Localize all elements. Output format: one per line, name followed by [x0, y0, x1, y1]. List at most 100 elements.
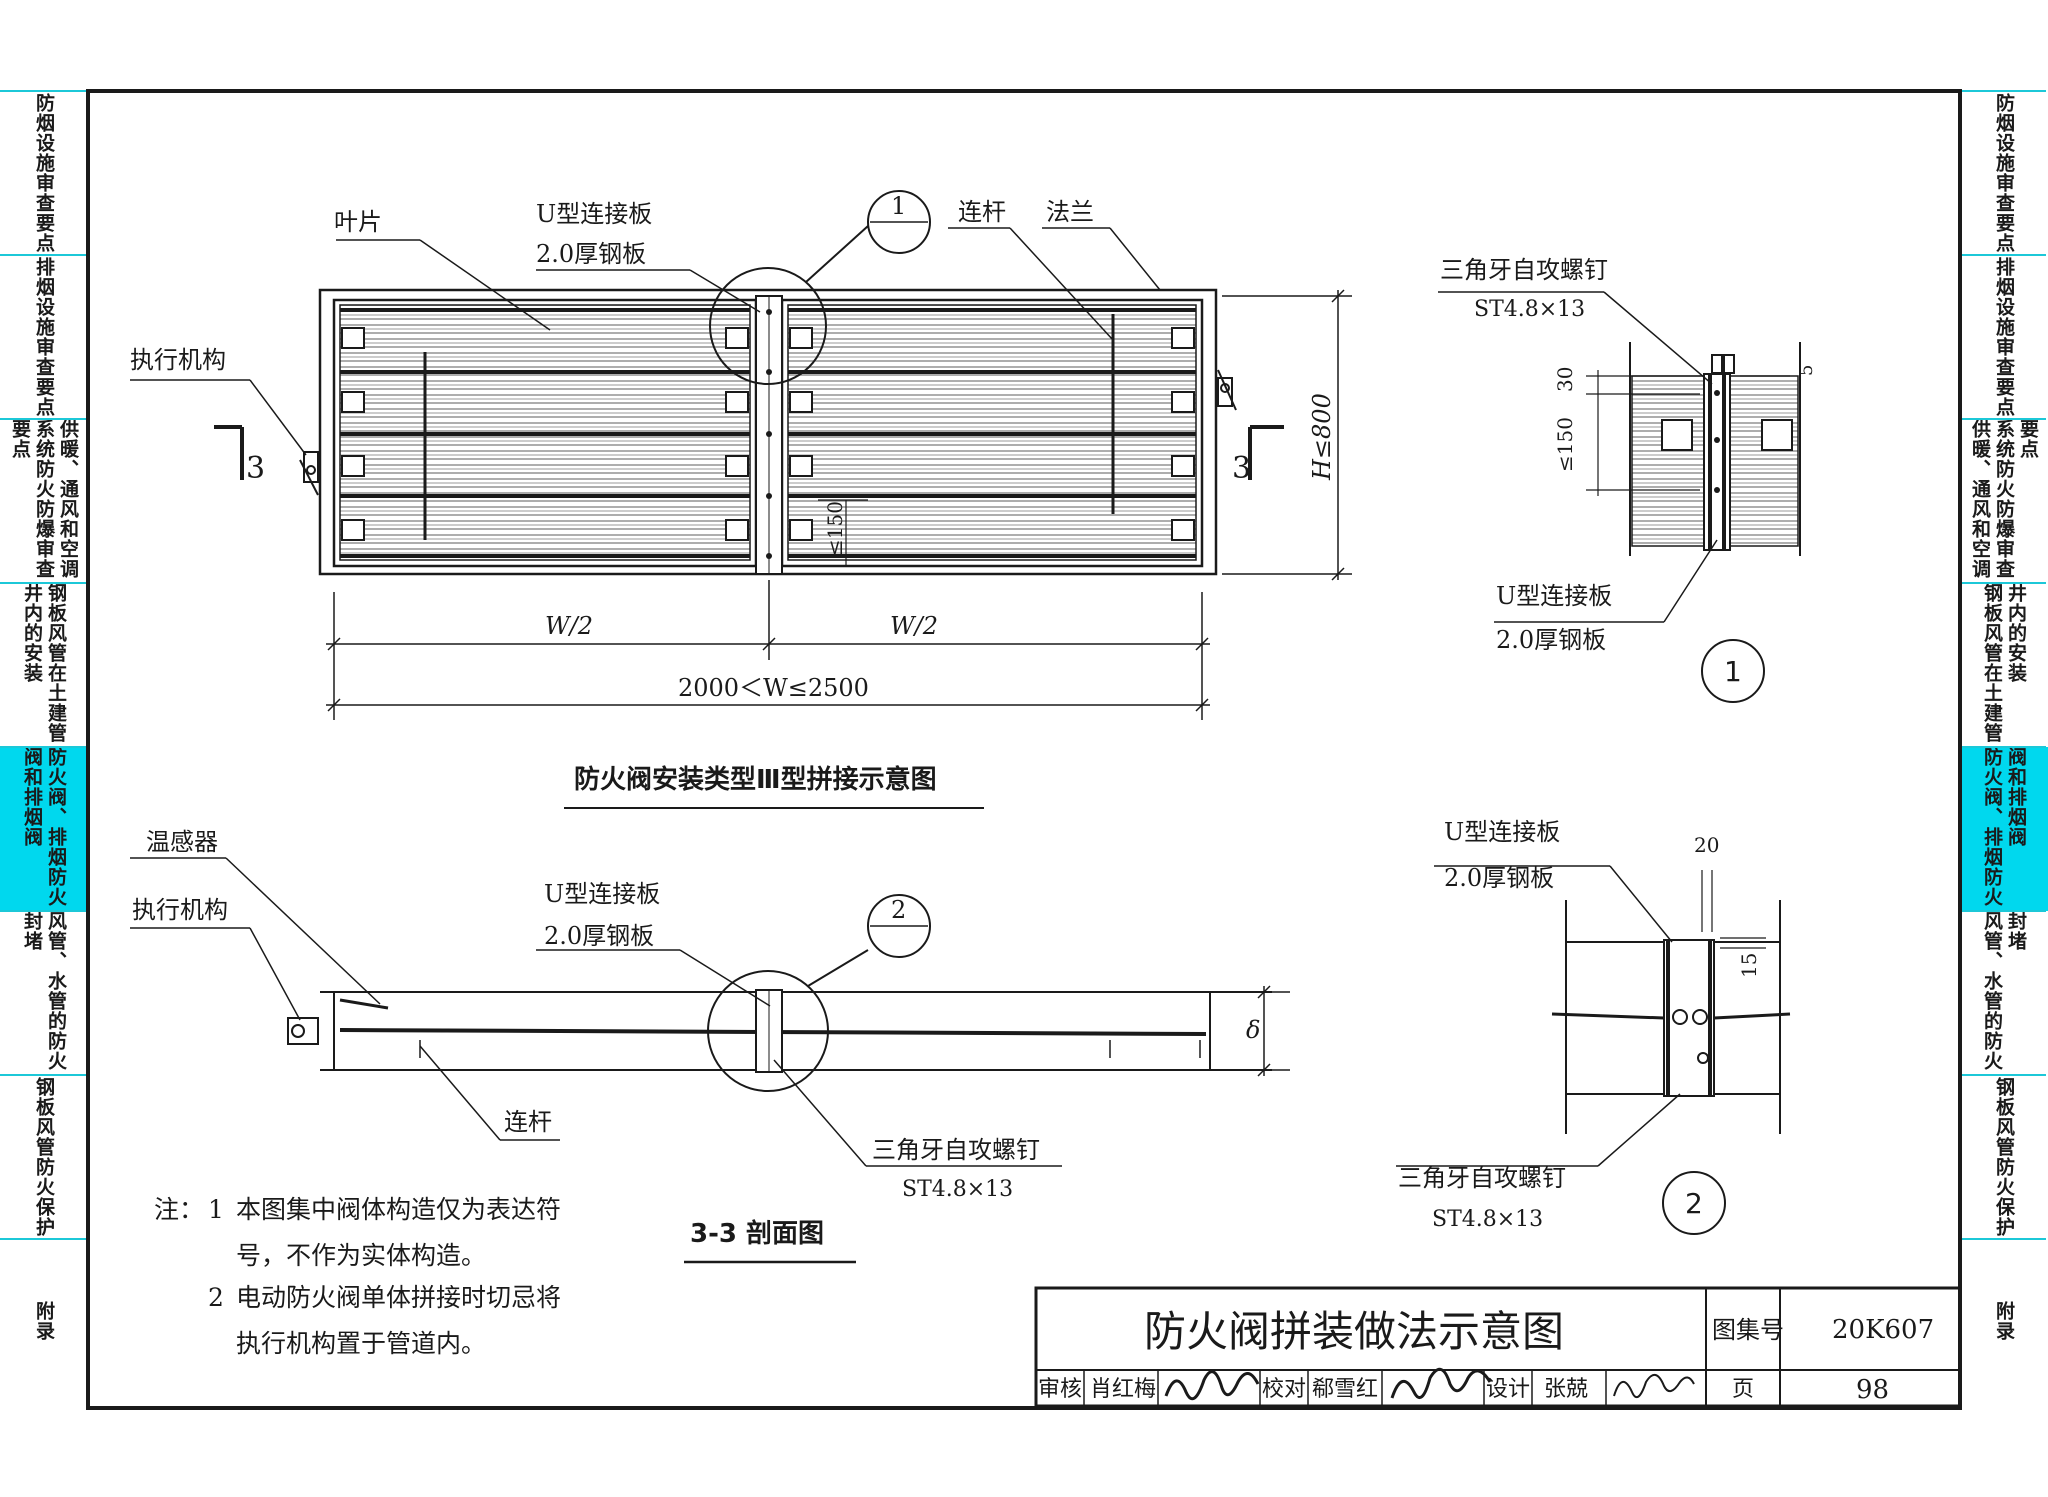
- side-tab-divider: [0, 418, 86, 420]
- s-actuator: 执行机构: [132, 896, 228, 924]
- title-block: [1034, 1286, 1962, 1408]
- page-label: 页: [1732, 1377, 1754, 1402]
- s-u-plate: U型连接板: [544, 880, 660, 908]
- side-tab-divider: [1960, 254, 2046, 256]
- atlas-no: 20K607: [1832, 1315, 1934, 1345]
- notes: 注： 1 本图集中阀体构造仅为表达符 号，不作为实体构造。 2 电动防火阀单体拼…: [154, 1195, 561, 1358]
- d1-screw-label: 三角牙自攻螺钉: [1440, 256, 1608, 284]
- callout-badge-1: [867, 190, 931, 254]
- side-tab-divider: [1960, 1074, 2046, 1076]
- side-tab-right-6[interactable]: 钢板风管防火保护: [1960, 1075, 2048, 1239]
- side-tab-right-7[interactable]: 附录: [1960, 1239, 2048, 1403]
- side-tab-divider: [0, 746, 86, 748]
- label-actuator: 执行机构: [130, 346, 226, 374]
- side-tab-left-3[interactable]: 钢板风管在土建管井内的安装: [0, 583, 88, 747]
- side-tab-right-5[interactable]: 风管、水管的防火封堵: [1960, 911, 2048, 1075]
- design-name: 张兢: [1544, 1377, 1588, 1402]
- side-tab-right-2[interactable]: 供暖、通风和空调系统防火防爆审查要点: [1960, 419, 2048, 583]
- section-view-labels: 温感器 执行机构 U型连接板 2.0厚钢板 2 δ 连杆 三角牙自攻螺钉 ST4…: [132, 828, 1260, 1249]
- page-no: 98: [1856, 1375, 1889, 1405]
- d2-screw-label: 三角牙自攻螺钉: [1398, 1164, 1566, 1192]
- side-tab-left-1[interactable]: 排烟设施审查要点: [0, 255, 88, 419]
- side-tab-label: 钢板风管在土建管井内的安装: [21, 583, 67, 743]
- side-tab-divider: [0, 1074, 86, 1076]
- side-tab-label: 附录: [33, 1301, 55, 1341]
- note-1-num: 1: [208, 1195, 224, 1224]
- detail-1-badge: [1701, 639, 1765, 703]
- side-tab-label: 风管、水管的防火封堵: [1981, 911, 2027, 1071]
- label-link-rod: 连杆: [958, 198, 1006, 226]
- side-tab-left-7[interactable]: 附录: [0, 1239, 88, 1403]
- side-tab-divider: [0, 1238, 86, 1240]
- drawing-frame: [86, 89, 1962, 1410]
- side-tab-right-1[interactable]: 排烟设施审查要点: [1960, 255, 2048, 419]
- detail-2: [1396, 865, 1791, 1235]
- atlas-label: 图集号: [1712, 1316, 1784, 1344]
- side-tab-left-6[interactable]: 钢板风管防火保护: [0, 1075, 88, 1239]
- label-u-plate-thk: 2.0厚钢板: [536, 240, 646, 268]
- d1-number: 1: [1724, 655, 1742, 688]
- d1-u-plate: U型连接板: [1496, 582, 1612, 610]
- plan-caption: 防火阀安装类型Ⅲ型拼接示意图: [574, 764, 937, 795]
- signature-design: [1613, 1374, 1695, 1399]
- dim-half-w-right: W/2: [890, 612, 938, 640]
- review-label: 审核: [1038, 1377, 1082, 1402]
- check-label: 校对: [1262, 1377, 1306, 1402]
- side-tab-label: 钢板风管防火保护: [1993, 1077, 2015, 1237]
- side-tab-right-3[interactable]: 钢板风管在土建管井内的安装: [1960, 583, 2048, 747]
- section-mark-right: 3: [1232, 451, 1251, 486]
- side-tab-divider: [1960, 90, 2046, 92]
- s-link-rod: 连杆: [504, 1108, 552, 1136]
- note-1-line1: 本图集中阀体构造仅为表达符: [236, 1195, 561, 1224]
- side-tab-divider: [1960, 582, 2046, 584]
- side-tab-divider: [1960, 746, 2046, 748]
- side-tab-label: 排烟设施审查要点: [1993, 257, 2015, 417]
- side-tab-label: 供暖、通风和空调系统防火防爆审查要点: [1969, 419, 2039, 579]
- dim-total-w: 2000＜W≤2500: [678, 674, 869, 702]
- d2-u-plate: U型连接板: [1444, 818, 1560, 846]
- side-tab-label: 风管、水管的防火封堵: [21, 911, 67, 1071]
- s-u-plate-thk: 2.0厚钢板: [544, 922, 654, 950]
- detail-2-badge: [1662, 1171, 1726, 1235]
- label-leaf: 叶片: [334, 208, 382, 236]
- d2-number: 2: [1685, 1187, 1703, 1220]
- d2-screw-spec: ST4.8×13: [1432, 1207, 1543, 1232]
- s-screw-spec: ST4.8×13: [902, 1177, 1013, 1202]
- signature-review: [1164, 1370, 1260, 1401]
- label-u-plate: U型连接板: [536, 200, 652, 228]
- side-tab-label: 防烟设施审查要点: [33, 93, 55, 253]
- callout-1-number: 1: [891, 192, 906, 220]
- side-tab-left-0[interactable]: 防烟设施审查要点: [0, 91, 88, 255]
- detail-2-labels: U型连接板 2.0厚钢板 20 15 三角牙自攻螺钉 ST4.8×13 2: [1398, 818, 1761, 1232]
- side-tab-divider: [0, 910, 86, 912]
- side-tab-right-4[interactable]: 防火阀、排烟防火阀和排烟阀: [1960, 747, 2048, 911]
- side-tab-label: 防火阀、排烟防火阀和排烟阀: [1981, 747, 2027, 907]
- callout-badge-2: [867, 894, 931, 958]
- d1-dim-150: ≤150: [1553, 417, 1577, 472]
- label-flange: 法兰: [1046, 198, 1094, 226]
- dim-height: H≤800: [1308, 393, 1336, 481]
- side-tab-label: 防烟设施审查要点: [1993, 93, 2015, 253]
- s-caption: 3-3 剖面图: [690, 1218, 824, 1249]
- side-tab-left-4[interactable]: 防火阀、排烟防火阀和排烟阀: [0, 747, 88, 911]
- side-tab-divider: [0, 582, 86, 584]
- d2-dim-20: 20: [1694, 833, 1719, 857]
- note-2-line2: 执行机构置于管道内。: [236, 1329, 486, 1358]
- side-tab-label: 附录: [1993, 1301, 2015, 1341]
- plan-view: [130, 190, 1352, 809]
- d1-dim-5: 5: [1796, 365, 1817, 376]
- side-tab-divider: [1960, 910, 2046, 912]
- d1-dim-30: 30: [1553, 367, 1577, 392]
- dim-half-w-left: W/2: [545, 612, 593, 640]
- drawing-title: 防火阀拼装做法示意图: [1144, 1307, 1564, 1356]
- side-tab-left-5[interactable]: 风管、水管的防火封堵: [0, 911, 88, 1075]
- side-tab-left-2[interactable]: 供暖、通风和空调系统防火防爆审查要点: [0, 419, 88, 583]
- side-tab-label: 钢板风管防火保护: [33, 1077, 55, 1237]
- detail-1: [1438, 291, 1801, 703]
- note-1-line2: 号，不作为实体构造。: [236, 1241, 486, 1270]
- callout-2-number: 2: [891, 896, 906, 924]
- note-2-line1: 电动防火阀单体拼接时切忌将: [236, 1283, 561, 1312]
- d1-screw-spec: ST4.8×13: [1474, 297, 1585, 322]
- side-tab-right-0[interactable]: 防烟设施审查要点: [1960, 91, 2048, 255]
